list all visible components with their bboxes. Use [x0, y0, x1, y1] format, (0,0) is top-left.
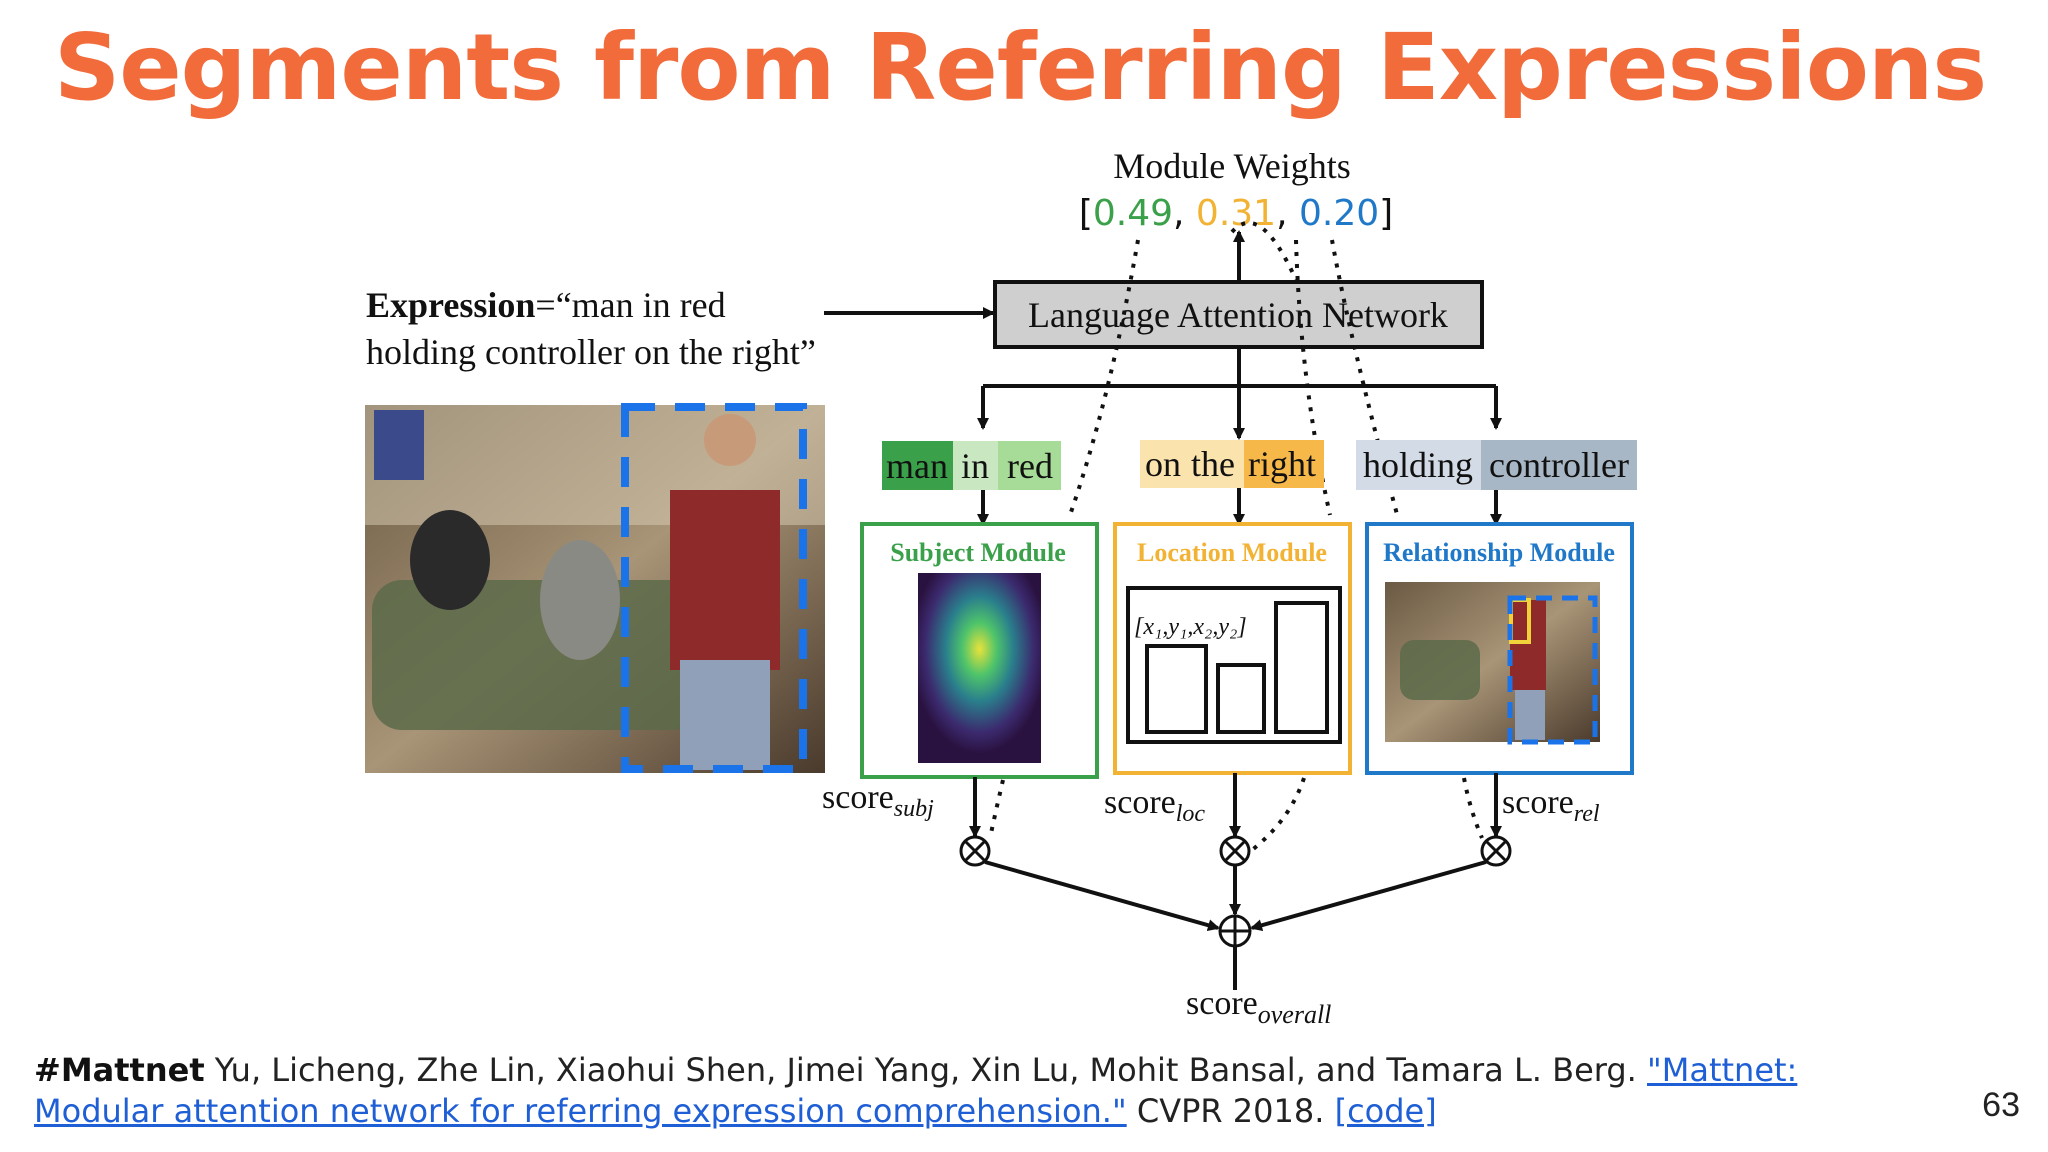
- input-photo: [365, 405, 825, 773]
- branch-lines: [977, 347, 1502, 440]
- score-location: scoreloc: [1104, 784, 1205, 827]
- svg-text:in: in: [961, 446, 989, 486]
- expression-line-1: Expression=“man in red: [366, 285, 726, 325]
- expression-line-2: holding controller on the right”: [366, 332, 816, 372]
- phrase-to-module-arrows: [977, 488, 1502, 526]
- svg-text:controller: controller: [1489, 445, 1629, 485]
- multiply-node-subject: [959, 835, 991, 867]
- language-attention-network-box: [993, 280, 1484, 349]
- slide-title: Segments from Referring Expressions: [54, 14, 1987, 121]
- location-coords: [x₁,y₁,x₂,y₂]: [1134, 614, 1247, 640]
- module-weights-label: Module Weights: [1113, 146, 1350, 186]
- relationship-phrase: holding controller: [1356, 440, 1637, 490]
- multiply-node-relationship: [1480, 835, 1512, 867]
- selection-box: [621, 403, 807, 773]
- page-number: 63: [1982, 1086, 2020, 1124]
- score-subject: scoresubj: [822, 779, 934, 822]
- location-module-label: Location Module: [1137, 538, 1327, 567]
- weight-subject: 0.49: [1093, 193, 1173, 234]
- svg-text:on: on: [1145, 444, 1181, 484]
- subject-phrase: man in red: [882, 441, 1061, 490]
- relationship-module-label: Relationship Module: [1383, 538, 1615, 567]
- paper-link[interactable]: "Mattnet: Modular attention network for …: [34, 1051, 1798, 1130]
- svg-text:the: the: [1191, 444, 1235, 484]
- module-to-multiplier-arrows: [969, 773, 1502, 838]
- relationship-photo: [1385, 582, 1600, 742]
- svg-text:red: red: [1007, 446, 1053, 486]
- svg-text:right: right: [1248, 444, 1316, 484]
- subject-module-label: Subject Module: [890, 538, 1066, 567]
- score-relationship: scorerel: [1502, 784, 1600, 827]
- language-attention-network-label: Language Attention Network: [1028, 295, 1448, 335]
- multiply-node-location: [1219, 835, 1251, 867]
- citation-authors: Yu, Licheng, Zhe Lin, Xiaohui Shen, Jime…: [204, 1051, 1647, 1089]
- relationship-subject-box: [1507, 595, 1598, 745]
- location-layout-icon: [1126, 586, 1342, 744]
- subject-heatmap: [918, 573, 1041, 763]
- module-weights-values: [0.49, 0.31, 0.20]: [1079, 193, 1393, 234]
- svg-text:holding: holding: [1363, 445, 1473, 485]
- citation-tag: #Mattnet: [34, 1051, 205, 1089]
- sum-node: [1218, 914, 1252, 948]
- citation: #Mattnet Yu, Licheng, Zhe Lin, Xiaohui S…: [34, 1050, 1934, 1132]
- score-overall: scoreoverall: [1186, 985, 1331, 1029]
- code-link[interactable]: [code]: [1334, 1092, 1437, 1130]
- citation-venue: CVPR 2018.: [1126, 1092, 1335, 1130]
- multiplier-to-sum-arrows: [984, 860, 1487, 990]
- weight-relationship: 0.20: [1299, 193, 1379, 234]
- location-phrase: on the right: [1140, 440, 1324, 488]
- weight-location: 0.31: [1196, 193, 1276, 234]
- svg-text:man: man: [886, 446, 948, 486]
